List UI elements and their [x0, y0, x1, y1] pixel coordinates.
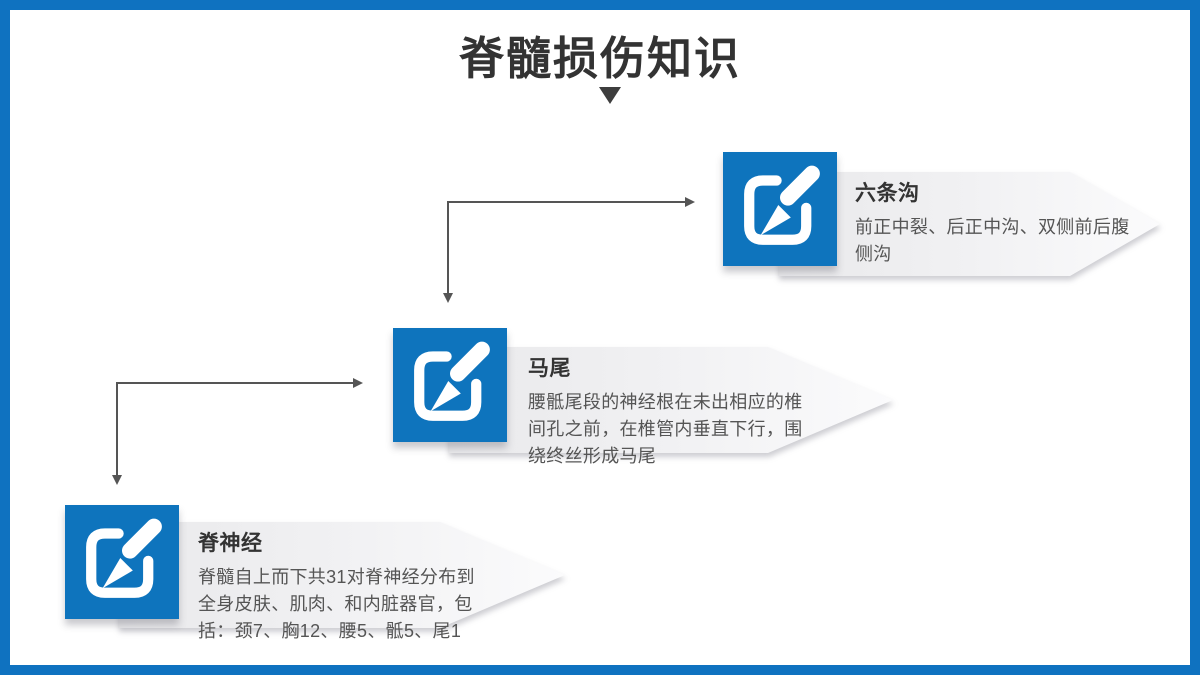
block-text: 脊神经 脊髓自上而下共31对脊神经分布到 全身皮肤、肌肉、和内脏器官，包 括：颈… — [198, 527, 530, 645]
arrowhead-down-icon — [112, 475, 122, 485]
block-text: 马尾 腰骶尾段的神经根在未出相应的椎 间孔之前，在椎管内垂直下行，围 绕终丝形成… — [528, 352, 860, 470]
arrowhead-right-icon — [685, 197, 695, 207]
arrow-banner — [448, 347, 893, 453]
arrowhead-down-icon — [443, 293, 453, 303]
block-body: 腰骶尾段的神经根在未出相应的椎 间孔之前，在椎管内垂直下行，围 绕终丝形成马尾 — [528, 392, 803, 466]
arrow-banner — [778, 172, 1160, 276]
connector-elbow-top — [443, 197, 695, 303]
triangle-down-icon — [599, 87, 621, 104]
connector-elbow-bottom — [112, 378, 363, 485]
block-body: 前正中裂、后正中沟、双侧前后腹 侧沟 — [855, 217, 1130, 264]
block-title: 脊神经 — [198, 532, 263, 555]
block-text: 六条沟 前正中裂、后正中沟、双侧前后腹 侧沟 — [855, 177, 1150, 268]
edit-icon — [393, 328, 507, 442]
arrow-banner-shape — [778, 172, 1160, 276]
arrow-banner — [118, 522, 565, 628]
arrowhead-right-icon — [353, 378, 363, 388]
block-body: 脊髓自上而下共31对脊神经分布到 全身皮肤、肌肉、和内脏器官，包 括：颈7、胸1… — [198, 567, 475, 641]
block-title: 六条沟 — [855, 182, 920, 205]
block-title: 马尾 — [528, 357, 571, 380]
edit-icon — [723, 152, 837, 266]
page-title: 脊髓损伤知识 — [458, 33, 741, 84]
edit-icon — [65, 505, 179, 619]
